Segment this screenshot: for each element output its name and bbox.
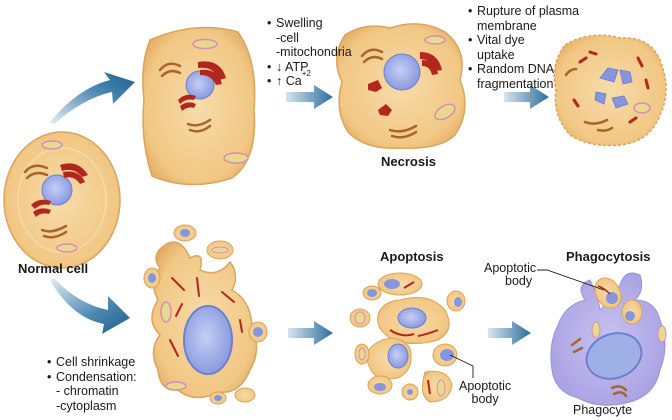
normal-cell-label: Normal cell <box>18 261 89 276</box>
note-row: -cell <box>276 30 299 45</box>
apoptotic-body-callout-2: Apoptotic body <box>484 262 536 288</box>
note-row: •Swelling <box>267 16 323 30</box>
shrinkage-notes: •Cell shrinkage •Condensation: - chromat… <box>47 355 137 413</box>
ruptured-cell-illustration <box>553 34 667 147</box>
note-row: -cytoplasm <box>56 398 117 413</box>
callout-line: body <box>505 274 533 288</box>
phagocytosis-label: Phagocytosis <box>566 249 651 264</box>
callout-line: Apoptotic <box>484 261 537 275</box>
arrow-to-ruptured-cell <box>504 85 549 109</box>
shrinking-cell-illustration <box>143 224 268 405</box>
mitochondrion-icon <box>41 140 63 150</box>
note-row: •Cell shrinkage <box>47 355 136 369</box>
necrosis-label: Necrosis <box>381 154 436 169</box>
curved-arrow-to-necrosis <box>50 72 135 124</box>
arrow-to-phagocytosis <box>488 321 531 345</box>
phagocyte-label: Phagocyte <box>573 403 633 417</box>
arrow-to-apoptosis <box>288 321 333 345</box>
note-row: membrane <box>477 18 537 33</box>
callout-line: Apoptotic <box>459 379 512 393</box>
phagocyte-illustration <box>550 272 667 406</box>
normal-cell-illustration <box>3 131 121 269</box>
er-icon <box>31 163 88 217</box>
note-row: •↓ ATP <box>267 59 309 74</box>
note-row: -mitochondria <box>276 45 352 59</box>
swelling-notes: •Swelling -cell -mitochondria •↓ ATP •↑ … <box>267 16 352 89</box>
note-row: •Random DNA <box>468 62 555 76</box>
callout-line: body <box>471 392 499 406</box>
golgi-icon <box>23 164 68 239</box>
apoptotic-bodies-illustration <box>349 272 466 403</box>
apoptotic-body-leader-1 <box>449 354 474 378</box>
curved-arrow-to-apoptosis <box>50 278 130 334</box>
note-row: - chromatin <box>56 384 119 398</box>
apoptotic-body-leader-2 <box>537 269 605 291</box>
apoptosis-label: Apoptosis <box>380 249 444 264</box>
arrow-swelling-to-necrosis <box>286 85 333 109</box>
swollen-cell-illustration <box>142 26 256 186</box>
note-row: •↑ Ca+2 <box>267 69 311 88</box>
apoptotic-body-callout-1: Apoptotic body <box>459 380 511 406</box>
note-row: •Vital dye <box>468 33 525 47</box>
rupture-notes: •Rupture of plasma membrane •Vital dye u… <box>468 4 579 91</box>
note-row: fragmentation <box>477 76 554 91</box>
necrosis-cell-illustration <box>336 23 466 149</box>
note-row: •Condensation: <box>47 369 137 384</box>
note-row: uptake <box>477 47 515 62</box>
note-row: •Rupture of plasma <box>468 4 580 18</box>
